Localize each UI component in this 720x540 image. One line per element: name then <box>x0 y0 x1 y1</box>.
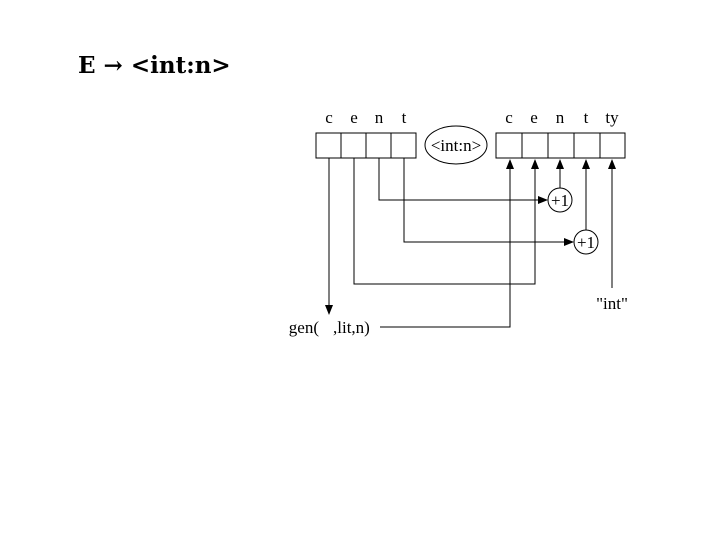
right-field-label-c: c <box>505 108 513 127</box>
gen-call-suffix: ,lit,n) <box>333 318 370 337</box>
right-field-label-e: e <box>530 108 538 127</box>
wire-e-to-e <box>353 158 539 285</box>
left-field-cell-c <box>315 132 342 159</box>
gen-call-prefix: gen( <box>289 318 320 337</box>
right-field-cell-e <box>521 132 549 159</box>
wire-t-to-increment <box>403 158 574 246</box>
right-field-cell-t <box>573 132 601 159</box>
left-field-cell-t <box>390 132 417 159</box>
left-field-label-t: t <box>402 108 407 127</box>
wire-gen-to-c <box>380 159 514 328</box>
node-ellipse <box>424 125 488 165</box>
production-lhs: E <box>78 52 96 79</box>
left-field-cell-e <box>340 132 367 159</box>
right-field-cell-ty <box>599 132 626 159</box>
increment-n-label: +1 <box>551 191 569 210</box>
right-field-cell-c <box>495 132 523 159</box>
production-arrow: → <box>103 52 123 79</box>
left-field-label-n: n <box>375 108 384 127</box>
production-rhs: <int:n> <box>130 52 231 79</box>
right-field-label-n: n <box>556 108 565 127</box>
right-field-label-t: t <box>584 108 589 127</box>
type-constant-label: "int" <box>596 294 628 313</box>
left-field-cell-n <box>365 132 392 159</box>
left-field-label-e: e <box>350 108 358 127</box>
increment-t-label: +1 <box>577 233 595 252</box>
right-field-label-ty: ty <box>605 108 619 127</box>
node-label: <int:n> <box>431 136 481 155</box>
wire-n-to-increment <box>378 158 548 204</box>
right-field-cell-n <box>547 132 575 159</box>
production-title: E → <int:n> <box>78 52 231 79</box>
left-field-label-c: c <box>325 108 333 127</box>
